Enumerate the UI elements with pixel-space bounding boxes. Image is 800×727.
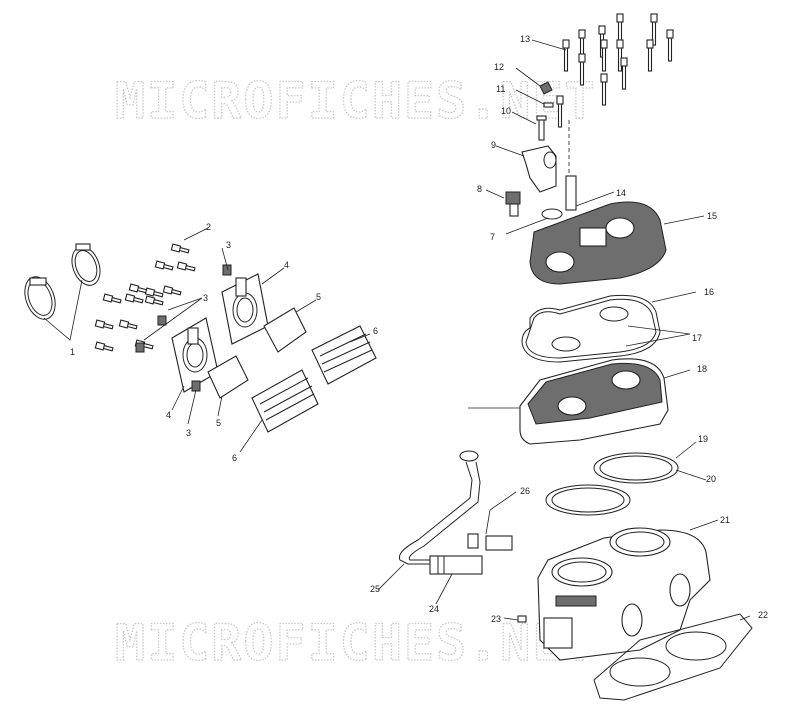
callout-6b: 6 bbox=[232, 453, 237, 463]
callout-21: 21 bbox=[720, 515, 730, 525]
reed-stuffers bbox=[207, 307, 307, 399]
callout-12: 12 bbox=[494, 62, 504, 72]
base-gasket bbox=[593, 613, 753, 701]
callout-15: 15 bbox=[707, 211, 717, 221]
bolt bbox=[666, 29, 674, 62]
cylinder-block bbox=[537, 527, 711, 661]
callout-2: 2 bbox=[206, 222, 211, 232]
head-gasket-item-16 bbox=[521, 294, 661, 363]
reed-housing-left bbox=[171, 317, 219, 393]
reed-cages bbox=[251, 325, 377, 433]
callout-4a: 4 bbox=[284, 260, 289, 270]
bolt bbox=[556, 95, 564, 128]
bolt bbox=[118, 319, 138, 330]
head-bolts-item-13 bbox=[556, 13, 674, 128]
bolt bbox=[616, 39, 624, 72]
hose-clamps bbox=[24, 243, 101, 320]
callout-10: 10 bbox=[501, 106, 511, 116]
watermark-top: MICROFICHES.NET bbox=[115, 72, 597, 130]
bolt bbox=[600, 39, 608, 72]
fitting-clips bbox=[135, 264, 232, 392]
callout-16: 16 bbox=[704, 287, 714, 297]
bolt bbox=[102, 293, 122, 304]
bolt bbox=[128, 283, 148, 294]
thermostat bbox=[505, 191, 521, 217]
callout-11: 11 bbox=[496, 84, 505, 94]
callout-26: 26 bbox=[520, 486, 530, 496]
callout-17: 17 bbox=[692, 333, 702, 343]
callout-6a: 6 bbox=[373, 326, 378, 336]
callout-3b: 3 bbox=[203, 293, 208, 303]
callout-1: 1 bbox=[70, 347, 75, 357]
callout-18: 18 bbox=[697, 364, 707, 374]
bolt bbox=[620, 57, 628, 90]
callout-9: 9 bbox=[491, 140, 496, 150]
callout-5a: 5 bbox=[316, 292, 321, 302]
callout-3a: 3 bbox=[226, 240, 231, 250]
callout-13: 13 bbox=[520, 34, 530, 44]
water-hoses bbox=[398, 450, 513, 575]
callout-20: 20 bbox=[706, 474, 716, 484]
bolt bbox=[578, 53, 586, 86]
bolt bbox=[650, 13, 658, 46]
gasket-item-19 bbox=[593, 452, 679, 484]
bolt bbox=[94, 341, 114, 352]
callout-numbers: 1 2 3 3 3 4 4 5 5 6 6 7 8 9 10 11 12 13 … bbox=[70, 34, 768, 624]
callout-19: 19 bbox=[698, 434, 708, 444]
callout-25: 25 bbox=[370, 584, 380, 594]
bolts-item-2 bbox=[94, 243, 196, 352]
callout-24: 24 bbox=[429, 604, 439, 614]
small-fasteners bbox=[536, 81, 570, 175]
bolt bbox=[144, 295, 164, 306]
bolt bbox=[176, 261, 196, 272]
reed-housing-right bbox=[221, 273, 269, 345]
bolt bbox=[144, 287, 164, 298]
callout-14: 14 bbox=[616, 188, 626, 198]
bolt bbox=[154, 260, 174, 271]
gasket-item-20 bbox=[545, 484, 631, 516]
bolt-item-23 bbox=[517, 615, 527, 623]
bolt bbox=[162, 285, 182, 296]
callout-22: 22 bbox=[758, 610, 768, 620]
cylinder-head bbox=[519, 358, 669, 445]
callout-8: 8 bbox=[477, 184, 482, 194]
bolt bbox=[124, 293, 144, 304]
callout-23: 23 bbox=[491, 614, 501, 624]
leader-lines bbox=[43, 39, 751, 621]
callout-3c: 3 bbox=[186, 428, 191, 438]
bolt bbox=[170, 243, 190, 254]
bolt bbox=[562, 39, 570, 72]
callout-5b: 5 bbox=[216, 418, 221, 428]
o-ring-item-17b bbox=[551, 336, 581, 352]
bolt bbox=[94, 319, 114, 330]
watermark-bottom: MICROFICHES.NET bbox=[115, 614, 597, 672]
thermostat-elbow bbox=[521, 145, 577, 211]
callout-7: 7 bbox=[490, 232, 495, 242]
head-cover bbox=[529, 201, 667, 285]
o-ring-item-17a bbox=[599, 306, 629, 322]
bolt bbox=[600, 73, 608, 106]
callout-4b: 4 bbox=[166, 410, 171, 420]
bolt bbox=[646, 39, 654, 72]
o-ring-item-7 bbox=[541, 208, 563, 220]
